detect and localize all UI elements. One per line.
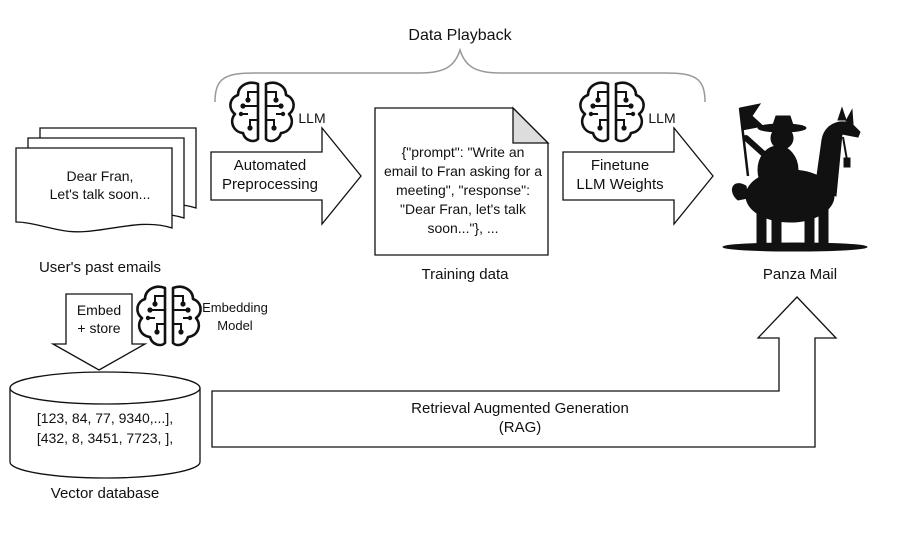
vector-row-2: [432, 8, 3451, 7723, ],: [36, 430, 174, 446]
vector-database-caption: Vector database: [50, 485, 160, 502]
email-preview-line1: Dear Fran,: [66, 168, 134, 184]
embedding-model-label-line2: Model: [217, 318, 253, 333]
rag-arrow: [211, 296, 838, 448]
data-playback-title: Data Playback: [408, 27, 512, 44]
llama-rider-flag-icon: [722, 103, 868, 252]
email-preview-line2: Let's talk soon...: [49, 186, 151, 202]
embed-label-line1: Embed: [76, 302, 122, 318]
finetune-label-line2: LLM Weights: [576, 176, 664, 193]
training-text-line1: {"prompt": "Write an: [401, 144, 525, 160]
emails-caption: User's past emails: [38, 259, 162, 276]
llm-icon-preprocess: [229, 81, 295, 143]
preprocess-arrow: [210, 126, 362, 226]
data-playback-brace: [214, 47, 706, 103]
vector-database-cylinder: [9, 371, 201, 479]
llm-label-finetune: LLM: [648, 110, 676, 126]
email-stack-icon: [15, 127, 197, 233]
finetune-arrow: [562, 126, 714, 226]
preprocess-label-line1: Automated: [233, 157, 307, 174]
embed-label-line2: + store: [77, 320, 121, 336]
llm-icon-finetune: [579, 81, 645, 143]
embed-store-arrow: [50, 293, 148, 371]
training-text-line3: meeting", "response":: [396, 182, 530, 198]
preprocess-label-line2: Preprocessing: [222, 176, 318, 193]
rag-label-line1: Retrieval Augmented Generation: [411, 400, 629, 417]
vector-row-1: [123, 84, 77, 9340,...],: [36, 410, 174, 426]
embedding-model-label-line1: Embedding: [202, 300, 268, 315]
training-text-line4: "Dear Fran, let's talk: [400, 201, 526, 217]
training-data-document: [374, 106, 550, 256]
panza-caption: Panza Mail: [762, 266, 838, 283]
training-text-line2: email to Fran asking for a: [384, 163, 542, 179]
training-text-line5: soon..."}, ...: [427, 220, 499, 236]
rag-label-line2: (RAG): [498, 419, 542, 436]
llm-label-preprocess: LLM: [298, 110, 326, 126]
training-caption: Training data: [421, 266, 509, 283]
finetune-label-line1: Finetune: [590, 157, 650, 174]
